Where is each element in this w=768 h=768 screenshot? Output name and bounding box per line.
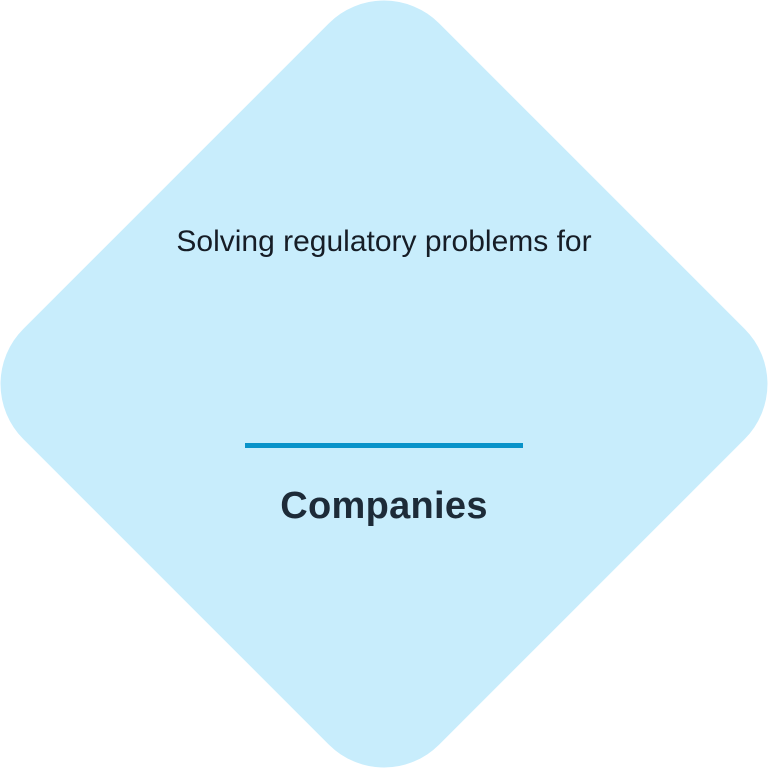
- divider-line: [245, 443, 523, 448]
- hero-heading: Companies: [280, 485, 488, 527]
- hero-tagline: Solving regulatory problems for: [176, 225, 592, 258]
